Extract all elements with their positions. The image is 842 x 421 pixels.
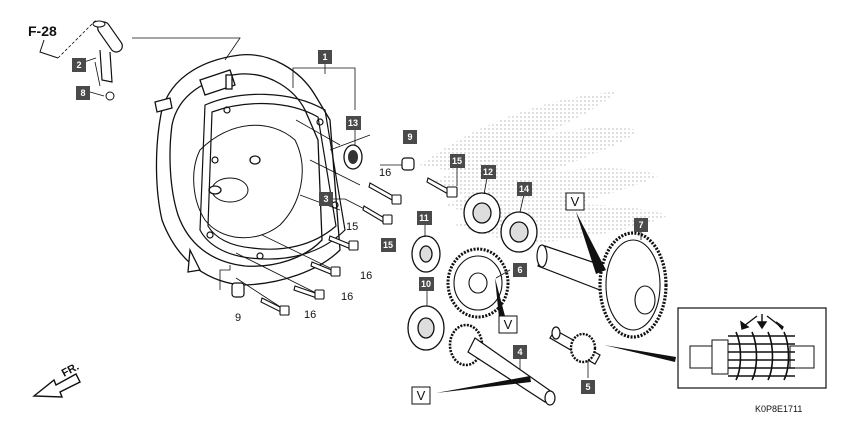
bearing-12 (463, 192, 501, 234)
svg-text:V: V (504, 317, 513, 332)
bearings (407, 192, 538, 351)
label-16-c: 16 (341, 291, 353, 303)
callout-10: 10 (419, 277, 434, 291)
view-label-2: V (498, 315, 518, 334)
view-arrow-2 (495, 278, 505, 318)
ref-leader (39, 39, 59, 59)
view-label-3: V (411, 386, 431, 405)
svg-text:12: 12 (483, 167, 493, 177)
view-arrows (436, 212, 676, 393)
svg-text:2: 2 (76, 60, 81, 70)
svg-text:8: 8 (80, 88, 85, 98)
svg-text:V: V (571, 194, 580, 209)
bolt-16-a (368, 182, 402, 205)
svg-text:V: V (417, 388, 426, 403)
callout-15: 15 (450, 154, 465, 168)
wing-watermark (420, 92, 670, 245)
plain-labels: 16 15 16 16 16 9 (235, 167, 391, 324)
bolt-15-a (362, 205, 393, 225)
callout-7: 7 (634, 218, 648, 232)
callout-12: 12 (481, 165, 496, 179)
svg-text:14: 14 (519, 184, 529, 194)
callout-15-b: 15 (381, 238, 396, 252)
bearing-10 (407, 305, 445, 351)
dowel-pin-lower (231, 282, 245, 298)
callout-11: 11 (417, 211, 432, 225)
view-arrow-3 (436, 376, 531, 393)
svg-text:15: 15 (452, 156, 462, 166)
svg-text:15: 15 (383, 240, 393, 250)
front-direction-indicator: FR. (32, 361, 81, 398)
callout-1: 1 (318, 50, 332, 64)
view-arrow-4 (604, 345, 676, 362)
callout-14: 14 (517, 182, 532, 196)
dowel-sleeve (92, 20, 123, 101)
svg-text:4: 4 (517, 347, 522, 357)
shaft-5 (549, 326, 601, 365)
callout-4: 4 (513, 345, 527, 359)
case-cover (154, 54, 341, 286)
label-16-a: 16 (379, 167, 391, 179)
shaft-4 (448, 323, 556, 406)
view-detail-box (677, 307, 827, 389)
gear-7-shaft (536, 231, 668, 339)
bolt-15-b (328, 235, 359, 251)
callout-5: 5 (581, 380, 595, 394)
callout-3: 3 (319, 192, 333, 206)
label-9-b: 9 (235, 312, 241, 324)
svg-text:9: 9 (407, 132, 412, 142)
bolt-top (426, 177, 458, 198)
page-reference: F-28 (28, 19, 97, 59)
svg-text:10: 10 (421, 279, 431, 289)
svg-text:7: 7 (638, 220, 643, 230)
label-15-a: 15 (346, 221, 358, 233)
bearing-14 (500, 211, 538, 253)
svg-text:11: 11 (419, 213, 429, 223)
oil-seal (343, 144, 363, 170)
svg-text:13: 13 (348, 118, 358, 128)
callout-8: 8 (76, 86, 90, 100)
view-label-1: V (565, 192, 585, 211)
callouts: 1 2 8 13 9 3 15 15 12 14 11 10 6 7 4 5 (72, 50, 648, 394)
bearing-11 (411, 235, 441, 273)
label-16-b: 16 (360, 270, 372, 282)
bolt-16-b (310, 261, 341, 277)
svg-text:6: 6 (517, 265, 522, 275)
bolts (260, 177, 458, 316)
callout-6: 6 (513, 263, 527, 277)
bolt-16-c (293, 285, 325, 300)
callout-13: 13 (346, 116, 361, 130)
svg-text:3: 3 (323, 194, 328, 204)
callout-2: 2 (72, 58, 86, 72)
page-ref-text: F-28 (28, 23, 57, 39)
dowel-pin (401, 157, 415, 171)
gasket (199, 93, 346, 260)
svg-text:1: 1 (322, 52, 327, 62)
callout-9: 9 (403, 130, 417, 144)
gear-6 (446, 247, 510, 319)
diagram-code: K0P8E1711 (755, 404, 802, 414)
bolt-16-d (260, 297, 290, 316)
label-16-d: 16 (304, 309, 316, 321)
view-arrow-1 (576, 212, 606, 274)
view-labels: V V V (411, 192, 585, 405)
svg-text:5: 5 (585, 382, 590, 392)
